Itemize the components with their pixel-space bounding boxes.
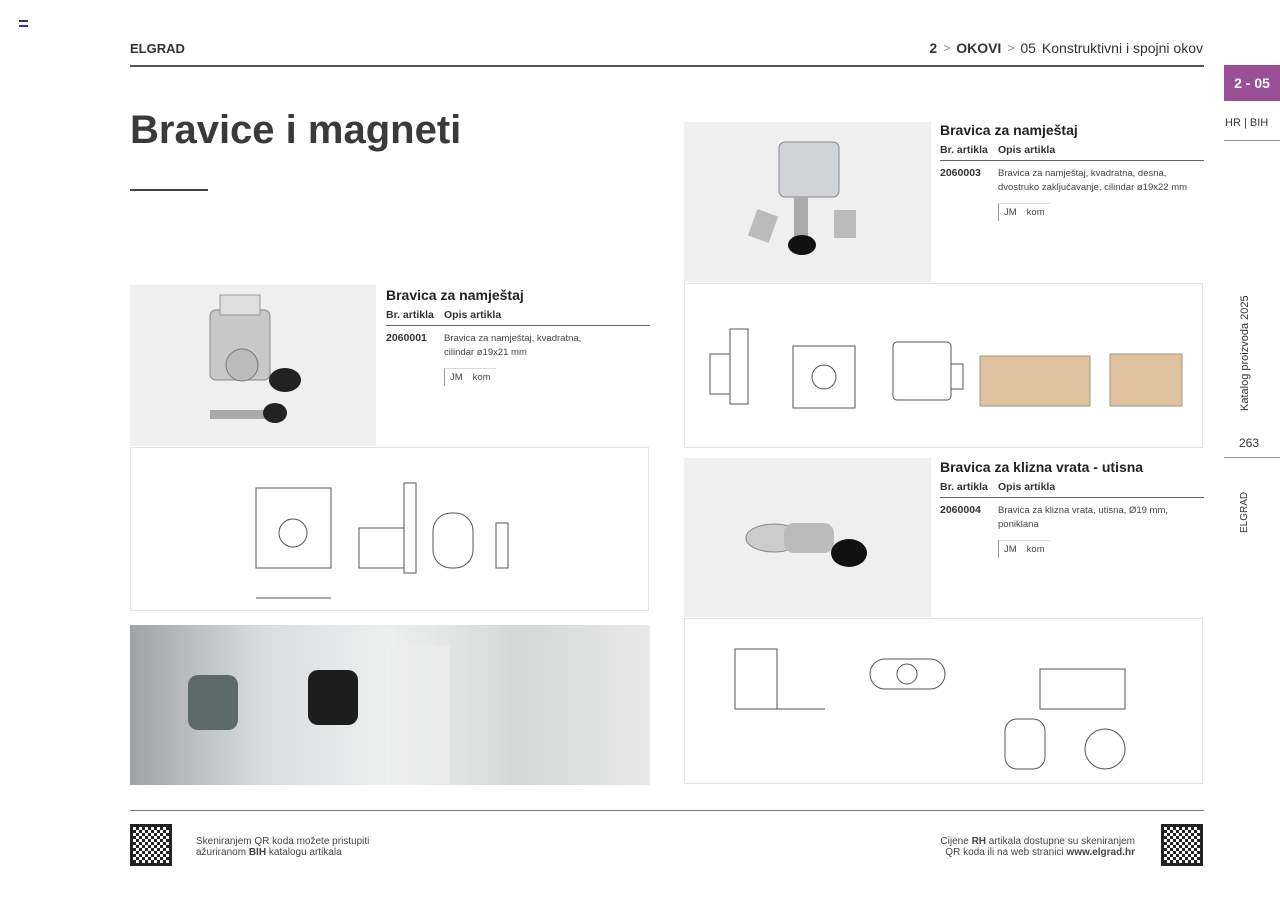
col-desc: Opis artikla [998, 481, 1056, 493]
col-number: Br. artikla [386, 309, 434, 321]
product-number: 2060001 [386, 332, 427, 344]
footer-right-pre: Cijene [940, 836, 972, 847]
unit-label: JM [1004, 207, 1017, 218]
product-number: 2060004 [940, 504, 981, 516]
product-desc: Bravica za klizna vrata, utisna, Ø19 mm,… [998, 505, 1169, 530]
breadcrumb-section[interactable]: OKOVI [956, 40, 1002, 56]
qr-code-bih[interactable] [130, 824, 172, 866]
footer-divider [130, 810, 1204, 811]
technical-drawing [130, 447, 649, 611]
brand: ELGRAD [130, 41, 185, 56]
breadcrumb-subsection[interactable]: Konstruktivni i spojni okov [1041, 40, 1203, 56]
footer-left-pre: ažuriranom [196, 847, 249, 858]
side-divider [1224, 457, 1280, 458]
product-desc: Bravica za namještaj, kvadratna, cilinda… [444, 333, 582, 358]
chevron-right-icon: > [1007, 41, 1015, 55]
chevron-right-icon: > [943, 41, 951, 55]
menu-icon[interactable] [19, 20, 28, 27]
unit-value: kom [1026, 207, 1045, 218]
col-desc: Opis artikla [444, 309, 502, 321]
footer-right-line2: QR koda ili na web stranici [945, 847, 1067, 858]
title-underline [130, 189, 208, 191]
website-link[interactable]: www.elgrad.hr [1066, 847, 1135, 858]
col-number: Br. artikla [940, 144, 988, 156]
qr-code-rh[interactable] [1161, 824, 1203, 866]
side-brand: ELGRAD [1239, 491, 1250, 533]
footer-left-post: katalogu artikala [266, 847, 342, 858]
breadcrumb: 2 > OKOVI > 05 Konstruktivni i spojni okov [929, 40, 1203, 56]
product-image [684, 122, 931, 282]
lifestyle-photo [130, 625, 650, 785]
page-title: Bravice i magneti [130, 108, 462, 152]
breadcrumb-chapter[interactable]: 2 [929, 40, 938, 56]
breadcrumb-subnum[interactable]: 05 [1020, 40, 1036, 56]
footer-right-bold: RH [971, 836, 987, 847]
product-desc: Bravica za namještaj, kvadratna, desna, … [998, 168, 1188, 193]
page-number: 263 [1239, 436, 1260, 450]
unit-value: kom [1026, 544, 1045, 555]
product-name: Bravica za klizna vrata - utisna [940, 459, 1144, 475]
header-divider [130, 65, 1204, 67]
unit-label: JM [450, 372, 463, 383]
unit-value: kom [472, 372, 491, 383]
product-image [684, 458, 931, 617]
product-info: Bravica za namještaj Br. artikla Opis art… [386, 287, 650, 386]
footer-left-bold: BIH [248, 847, 267, 858]
footer-left-line1: Skeniranjem QR koda možete pristupiti [196, 836, 370, 847]
footer-right-post: artikala dostupne su skeniranjem [986, 836, 1135, 847]
product-name: Bravica za namještaj [386, 287, 524, 303]
col-number: Br. artikla [940, 481, 988, 493]
region-label: HR | BIH [1225, 117, 1269, 129]
footer-left-text: Skeniranjem QR koda možete pristupiti až… [196, 836, 369, 858]
unit-label: JM [1004, 544, 1017, 555]
side-divider [1224, 140, 1280, 141]
product-info: Bravica za klizna vrata - utisna Br. art… [940, 459, 1204, 558]
product-info: Bravica za namještaj Br. artikla Opis art… [940, 122, 1204, 221]
technical-drawing [684, 618, 1203, 784]
footer-right-text: Cijene RH artikala dostupne su skeniranj… [940, 836, 1135, 858]
col-desc: Opis artikla [998, 144, 1056, 156]
product-image [130, 285, 376, 446]
product-name: Bravica za namještaj [940, 122, 1078, 138]
section-tab[interactable]: 2 - 05 [1224, 65, 1280, 101]
catalog-label: Katalog proizvoda 2025 [1239, 295, 1251, 411]
product-number: 2060003 [940, 167, 981, 179]
technical-drawing [684, 283, 1203, 448]
